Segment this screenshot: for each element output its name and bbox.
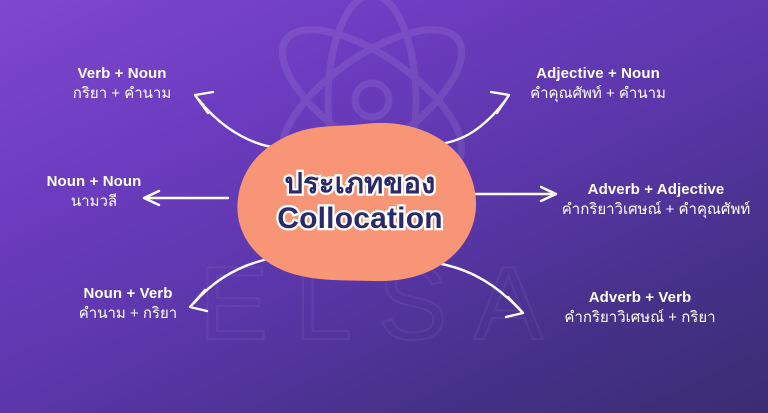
node-label-adjective-noun: Adjective + Noun คำคุณศัพท์ + คำนาม [498, 64, 698, 103]
node-label-adverb-verb: Adverb + Verb คำกริยาวิเศษณ์ + กริยา [528, 288, 752, 327]
node-label-noun-verb-english: Noun + Verb [83, 285, 173, 302]
center-blob: ประเภทของ Collocation [236, 122, 484, 282]
node-label-verb-noun: Verb + Noun กริยา + คำนาม [32, 64, 212, 103]
node-label-adverb-adjective-english: Adverb + Adjective [587, 181, 725, 198]
node-label-noun-noun-english: Noun + Noun [46, 173, 142, 190]
node-label-verb-noun-thai: กริยา + คำนาม [72, 85, 172, 103]
node-label-adverb-verb-english: Adverb + Verb [588, 289, 692, 306]
node-label-adverb-adjective: Adverb + Adjective คำกริยาวิเศษณ์ + คำคุ… [548, 180, 764, 219]
center-title-english: Collocation [275, 200, 445, 237]
node-label-adverb-adjective-thai: คำกริยาวิเศษณ์ + คำคุณศัพท์ [561, 201, 751, 219]
node-label-noun-verb: Noun + Verb คำนาม + กริยา [42, 284, 214, 323]
node-label-noun-noun: Noun + Noun นามวลี [14, 172, 174, 211]
node-label-adjective-noun-thai: คำคุณศัพท์ + คำนาม [530, 85, 666, 103]
center-title-thai: ประเภทของ [282, 166, 437, 203]
center-blob-text: ประเภทของ Collocation [236, 122, 484, 282]
node-label-noun-noun-thai: นามวลี [70, 193, 118, 211]
node-label-adjective-noun-english: Adjective + Noun [536, 65, 660, 82]
blob-shape [237, 122, 477, 282]
node-label-adverb-verb-thai: คำกริยาวิเศษณ์ + กริยา [564, 309, 716, 327]
node-label-noun-verb-thai: คำนาม + กริยา [78, 305, 178, 323]
node-label-verb-noun-english: Verb + Noun [77, 65, 167, 82]
